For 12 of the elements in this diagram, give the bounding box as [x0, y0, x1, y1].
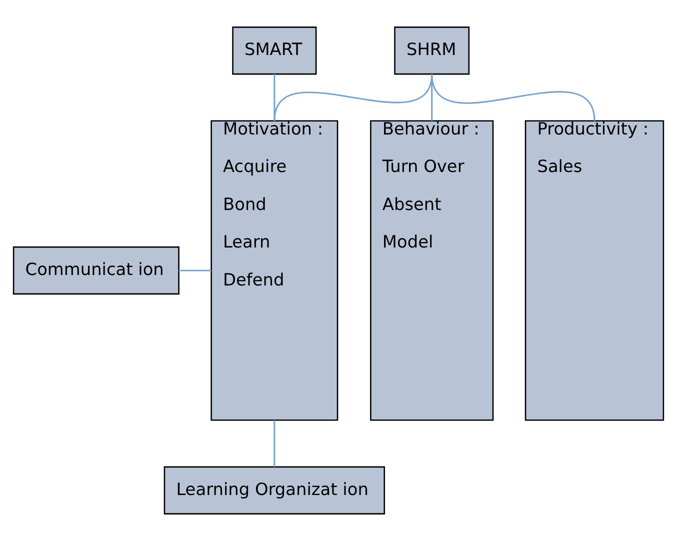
node-box: Behaviour : Turn Over Absent Model [370, 120, 494, 420]
node-box: Learning Organizat ion [164, 466, 385, 514]
node-box: SMART [232, 26, 317, 74]
node-box: Productivity : Sales [524, 120, 664, 420]
connector [274, 73, 433, 121]
connector [274, 74, 276, 120]
connector [431, 73, 596, 121]
node-box: SHRM [394, 26, 470, 74]
node-box: Motivation : Acquire Bond Learn Defend [210, 120, 338, 420]
node-box: Communicat ion [12, 246, 180, 294]
connector [178, 269, 212, 271]
connector [274, 420, 276, 466]
